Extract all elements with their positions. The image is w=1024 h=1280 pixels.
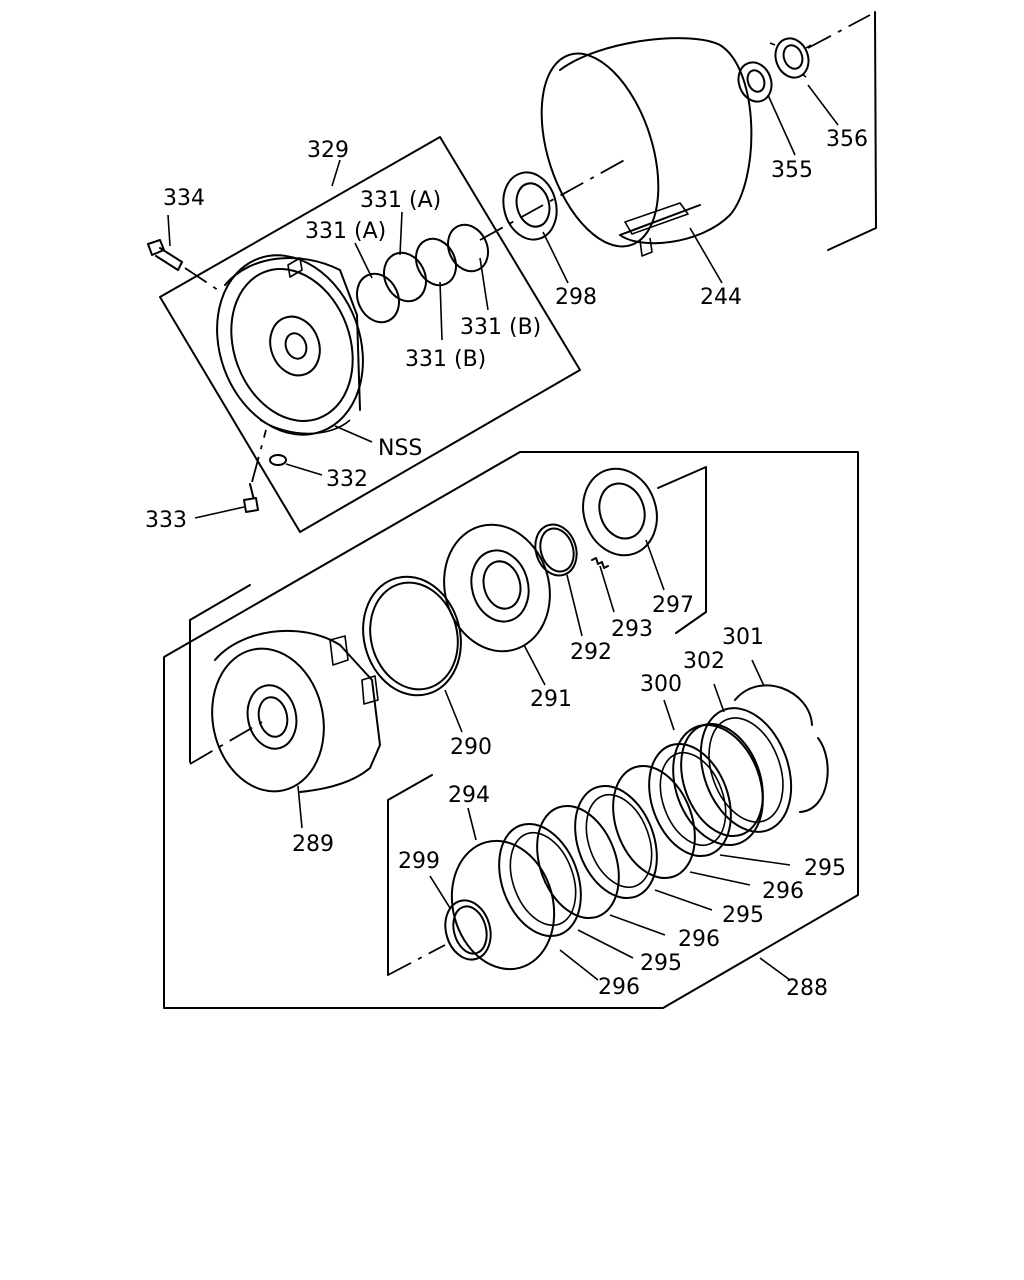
piston-ring-290 bbox=[362, 575, 462, 697]
reaction-plate-302 bbox=[699, 707, 793, 833]
label-329: 329 bbox=[307, 138, 349, 163]
clutch-plates-295-296 bbox=[498, 722, 764, 938]
axis-clutch-pack bbox=[387, 944, 446, 976]
backing-ring-294 bbox=[450, 839, 556, 971]
label-331-b-lower: 331 (B) bbox=[405, 347, 486, 372]
label-289: 289 bbox=[292, 832, 334, 857]
washer-355 bbox=[737, 61, 773, 103]
label-298: 298 bbox=[555, 285, 597, 310]
label-334: 334 bbox=[163, 186, 205, 211]
label-296-c: 296 bbox=[598, 975, 640, 1000]
label-295-b: 295 bbox=[722, 903, 764, 928]
label-356: 356 bbox=[826, 127, 868, 152]
axis-top bbox=[479, 156, 631, 241]
label-288: 288 bbox=[786, 976, 828, 1001]
label-333: 333 bbox=[145, 508, 187, 533]
label-331-b-right: 331 (B) bbox=[460, 315, 541, 340]
label-nss: NSS bbox=[378, 436, 422, 461]
label-297: 297 bbox=[652, 593, 694, 618]
bracket-clutch-pack bbox=[387, 774, 433, 976]
axis-333 bbox=[251, 429, 267, 483]
label-355: 355 bbox=[771, 158, 813, 183]
label-299: 299 bbox=[398, 849, 440, 874]
leader-lines bbox=[167, 84, 839, 981]
spring-retainer-297 bbox=[582, 467, 658, 557]
label-291: 291 bbox=[530, 687, 572, 712]
bracket-top-right bbox=[827, 11, 877, 251]
label-292: 292 bbox=[570, 640, 612, 665]
bracket-297 bbox=[657, 466, 707, 634]
snap-ring-301 bbox=[734, 684, 829, 813]
outline-329 bbox=[159, 136, 581, 533]
piston-291 bbox=[443, 523, 551, 653]
label-296-a: 296 bbox=[762, 879, 804, 904]
spring-293 bbox=[591, 557, 609, 569]
ring-292 bbox=[534, 523, 578, 577]
clutch-drum-289 bbox=[211, 629, 381, 793]
label-331-a-lower: 331 (A) bbox=[305, 219, 386, 244]
label-301: 301 bbox=[722, 625, 764, 650]
drum-244 bbox=[540, 37, 753, 257]
plug-332 bbox=[269, 454, 287, 466]
axis-289 bbox=[189, 721, 263, 765]
axis-334 bbox=[184, 267, 219, 291]
axis-top-right bbox=[807, 14, 871, 49]
outline-288 bbox=[163, 451, 859, 1009]
label-295-a: 295 bbox=[804, 856, 846, 881]
label-296-b: 296 bbox=[678, 927, 720, 952]
label-290: 290 bbox=[450, 735, 492, 760]
label-331-a-upper: 331 (A) bbox=[360, 188, 441, 213]
washer-298 bbox=[502, 171, 558, 241]
bolt-334 bbox=[147, 239, 183, 271]
label-244: 244 bbox=[700, 285, 742, 310]
label-294: 294 bbox=[448, 783, 490, 808]
pressure-plate-300 bbox=[672, 723, 764, 847]
label-293: 293 bbox=[611, 617, 653, 642]
seal-rings-331 bbox=[356, 223, 489, 324]
thrust-bearing-356 bbox=[769, 37, 812, 79]
label-300: 300 bbox=[640, 672, 682, 697]
bolt-333 bbox=[243, 483, 259, 513]
snap-ring-299 bbox=[444, 899, 492, 961]
label-332: 332 bbox=[326, 467, 368, 492]
pump-cover-329 bbox=[216, 254, 364, 436]
label-302: 302 bbox=[683, 649, 725, 674]
label-295-c: 295 bbox=[640, 951, 682, 976]
bracket-289 bbox=[189, 584, 251, 763]
